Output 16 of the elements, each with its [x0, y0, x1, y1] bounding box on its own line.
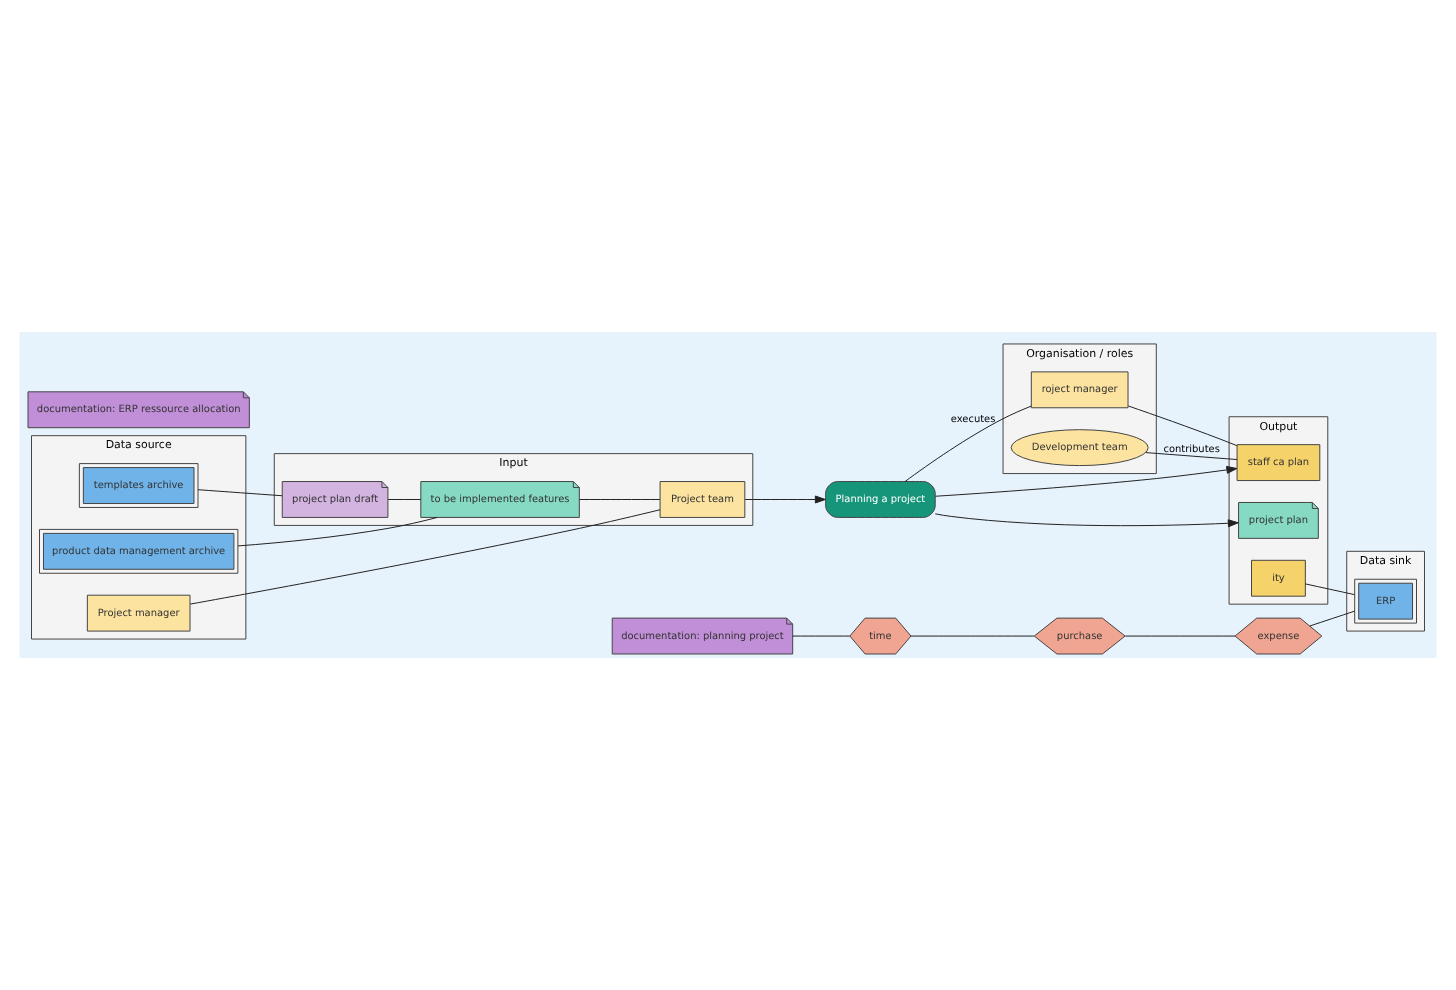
arrow	[934, 513, 1239, 528]
connector	[237, 517, 438, 547]
connector	[1304, 583, 1355, 596]
connector	[189, 509, 661, 605]
connector	[792, 635, 851, 637]
connector	[1309, 610, 1356, 627]
arrow	[934, 465, 1238, 497]
connector	[1124, 635, 1236, 637]
connector	[1145, 452, 1238, 461]
arrow	[744, 495, 826, 504]
connector	[1127, 405, 1238, 447]
connector	[910, 635, 1035, 637]
connector	[197, 489, 283, 497]
connector	[387, 499, 422, 500]
connector	[904, 405, 1032, 482]
connector	[578, 499, 661, 500]
